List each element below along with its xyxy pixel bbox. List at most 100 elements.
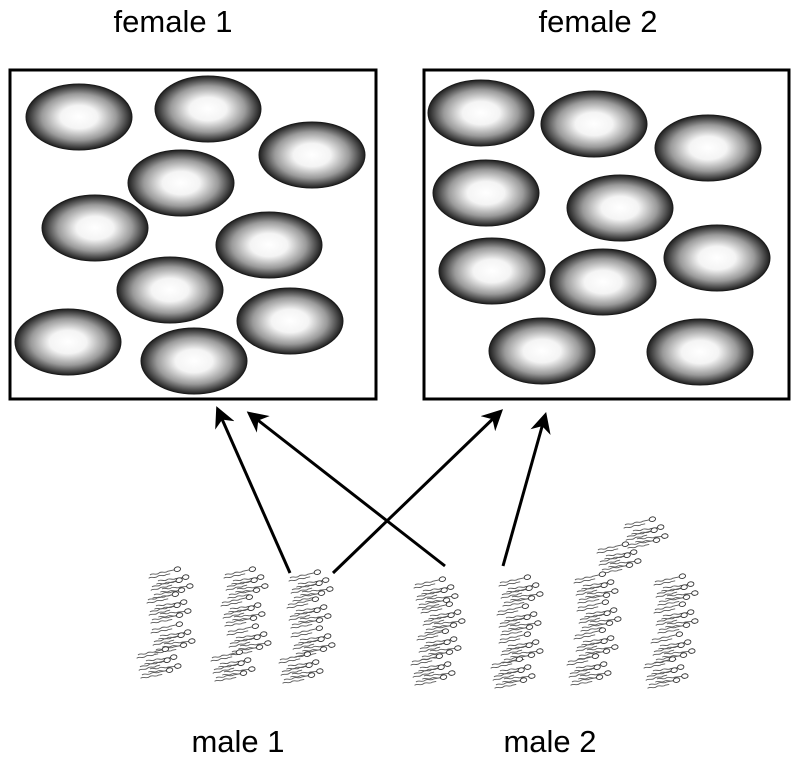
sperm-cell [652, 572, 687, 587]
male-2-sperm-cluster [409, 515, 699, 690]
sperm-cell [497, 573, 532, 588]
female-1-egg-box [8, 68, 378, 401]
sperm-cell [225, 622, 260, 637]
egg [154, 75, 262, 143]
sperm-cell [149, 620, 184, 635]
egg [116, 256, 224, 324]
sperm-group [495, 602, 542, 637]
egg [488, 317, 596, 385]
sperm-cell [145, 590, 180, 605]
sperm-cell [293, 603, 328, 616]
sperm-cell [157, 628, 192, 641]
sperm-group [622, 515, 669, 550]
sperm-cell [657, 638, 692, 651]
arrow-male2-to-female2 [501, 411, 551, 567]
female-2-egg-box [422, 68, 791, 401]
egg [540, 90, 648, 158]
sperm-cell [227, 601, 262, 614]
sperm-cell [642, 655, 677, 670]
sperm-cell [295, 576, 330, 589]
sperm-cell [583, 606, 618, 619]
sperm-cell [217, 656, 252, 669]
sperm-group [575, 598, 622, 633]
sperm-cell [285, 595, 320, 610]
sperm-cell [420, 583, 455, 596]
egg [549, 248, 657, 316]
egg [25, 83, 133, 151]
sperm-cell [135, 645, 170, 660]
sperm-cell [489, 655, 524, 670]
sperm-cell [147, 565, 182, 580]
sperm-cell [660, 580, 695, 593]
sperm-cell [603, 548, 638, 561]
female-1-label: female 1 [114, 4, 233, 39]
sperm-cell [580, 634, 615, 647]
sperm-group [572, 570, 619, 605]
sperm-cell [277, 650, 312, 665]
sperm-group [497, 573, 544, 608]
egg [646, 318, 754, 386]
egg [215, 211, 323, 279]
sperm-group [565, 652, 612, 687]
egg [14, 308, 122, 376]
sperm-group [652, 572, 699, 607]
egg [236, 287, 344, 355]
sperm-group [289, 624, 336, 659]
female-2-label: female 2 [539, 4, 658, 39]
egg [663, 224, 771, 292]
sperm-cell [230, 573, 265, 586]
sperm-cell [503, 610, 538, 623]
sperm-cell [409, 652, 444, 667]
egg [432, 159, 540, 227]
egg [140, 327, 248, 395]
sperm-cell [495, 602, 530, 617]
arrow-male2-to-female1 [246, 411, 446, 568]
sperm-cell [297, 632, 332, 645]
sperm-group [219, 593, 266, 628]
sperm-cell [572, 570, 607, 585]
sperm-cell [287, 568, 322, 583]
sperm-cell [143, 653, 178, 666]
sperm-cell [417, 660, 452, 673]
sperm-cell [155, 573, 190, 586]
egg [438, 237, 546, 305]
sperm-cell [209, 648, 244, 663]
sperm-group [135, 645, 182, 680]
egg [258, 121, 366, 189]
sperm-group [277, 650, 324, 685]
sperm-cell [285, 658, 320, 671]
sperm-cell [595, 540, 630, 555]
sperm-cell [222, 565, 257, 580]
egg [41, 194, 149, 262]
sperm-group [149, 620, 196, 655]
sperm-cell [415, 627, 450, 642]
sperm-cell [423, 635, 458, 648]
sperm-group [147, 565, 194, 600]
sperm-cell [427, 608, 462, 621]
sperm-cell [505, 638, 540, 651]
sperm-cell [622, 515, 657, 530]
egg [654, 114, 762, 182]
sperm-group [222, 565, 269, 600]
sperm-cell [573, 660, 608, 673]
sperm-cell [660, 608, 695, 621]
sperm-cell [412, 575, 447, 590]
sperm-cell [630, 523, 665, 536]
egg [427, 79, 535, 147]
arrow-male1-to-female1 [215, 406, 292, 574]
male-1-sperm-cluster [135, 565, 336, 685]
sperm-cell [497, 663, 532, 676]
sperm-cell [505, 581, 540, 594]
sperm-cell [649, 630, 684, 645]
sperm-cell [580, 578, 615, 591]
sperm-group [287, 568, 334, 603]
sperm-cell [650, 663, 685, 676]
egg [127, 149, 235, 217]
egg [566, 174, 674, 242]
arrow-male1-to-female2 [331, 409, 504, 575]
fertilization-arrows [215, 406, 551, 575]
sperm-cell [233, 630, 268, 643]
male-1-label: male 1 [191, 724, 284, 759]
sperm-group [225, 622, 272, 657]
